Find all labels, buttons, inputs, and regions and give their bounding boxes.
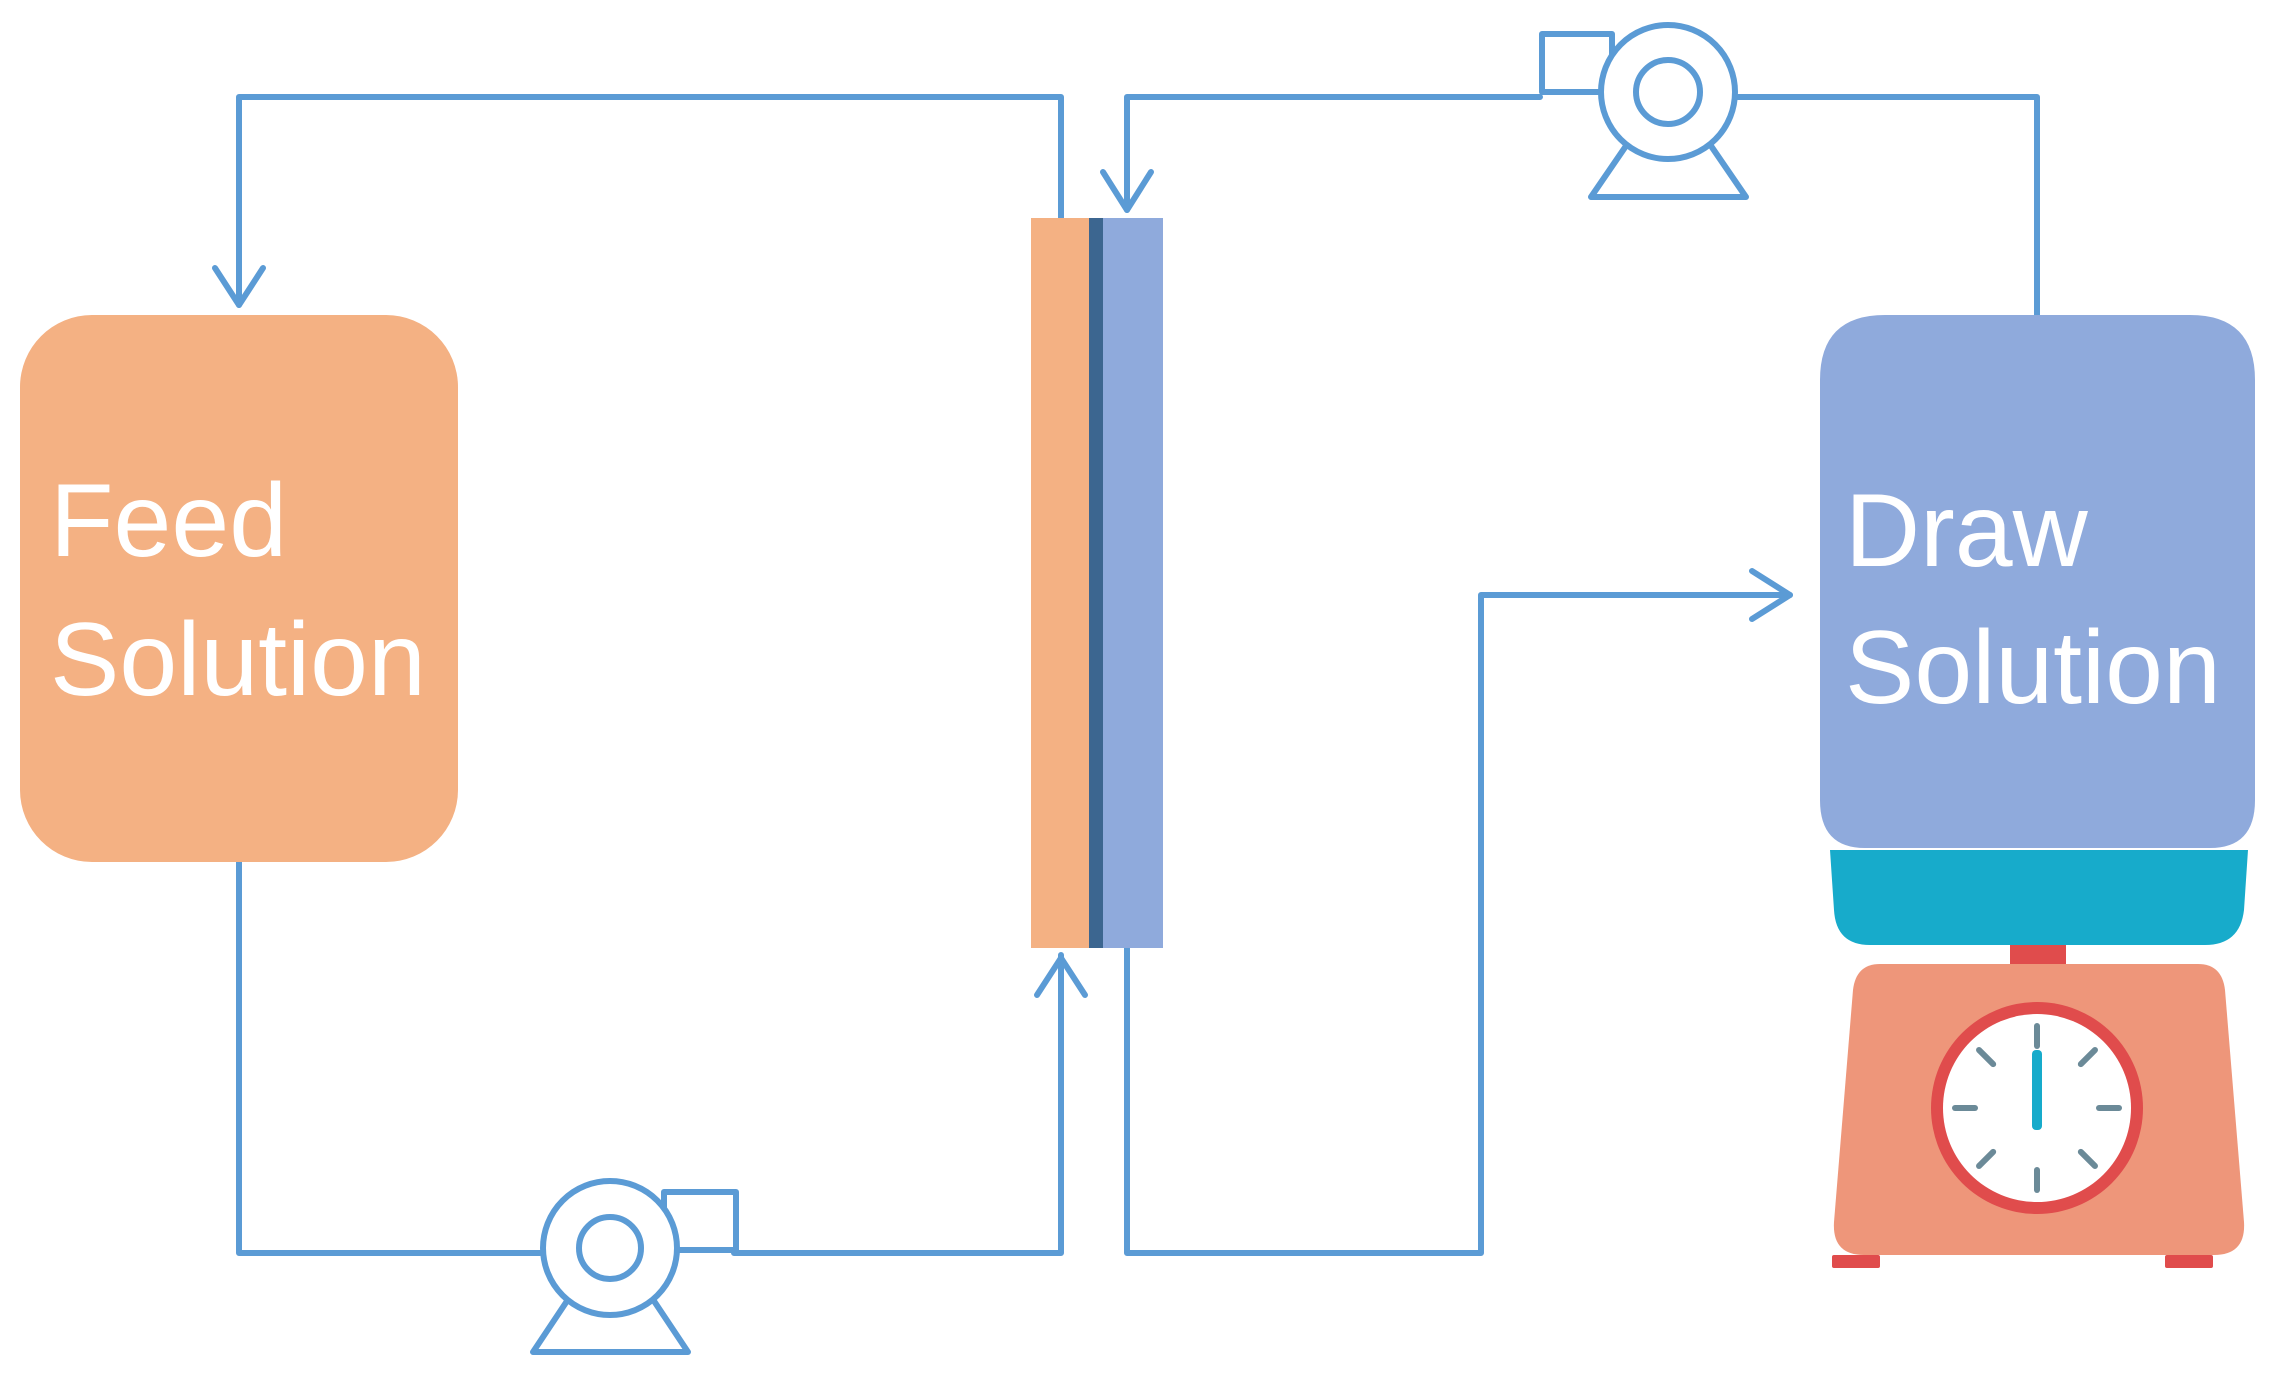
feed-return-arrowhead: [212, 265, 266, 308]
draw-tank: Draw Solution: [1820, 315, 2255, 848]
draw-supply-pipe-2: [1124, 94, 1543, 213]
feed-return-pipe: [236, 94, 1064, 308]
scale-dial-tick: [1976, 1047, 1997, 1068]
scale-dial-tick: [2077, 1148, 2098, 1169]
draw-return-arrowhead: [1749, 568, 1793, 622]
draw-return-pipe: [1124, 592, 1793, 1256]
pump-icon: [1539, 22, 1749, 200]
scale-dial-needle: [2032, 1050, 2042, 1130]
feed-pump-impeller: [576, 1214, 644, 1282]
feed-tank-body: [20, 315, 458, 862]
scale-foot-right: [2165, 1255, 2213, 1268]
scale-neck: [2010, 945, 2066, 967]
scale-dial-ticks: [1952, 1023, 2122, 1193]
draw-pump-impeller: [1633, 57, 1703, 127]
membrane-feed-channel: [1031, 218, 1089, 948]
membrane-barrier: [1089, 218, 1103, 948]
membrane-draw-channel: [1103, 218, 1163, 948]
balance-scale-icon: [1830, 850, 2248, 1268]
feed-tank-label-line2: Solution: [50, 602, 426, 718]
scale-dial-tick: [2077, 1047, 2098, 1068]
scale-foot-left: [1832, 1255, 1880, 1268]
feed-supply-pipe: [236, 859, 543, 1256]
membrane-module: [1031, 218, 1163, 948]
pipes: [212, 94, 2040, 1256]
scale-dial-tick: [1976, 1148, 1997, 1169]
feed-tank: Feed Solution: [20, 315, 458, 862]
feed-supply-arrowhead: [1034, 955, 1088, 998]
feed-tank-label-line1: Feed: [50, 463, 287, 579]
draw-supply-pipe: [1735, 94, 2040, 318]
draw-tank-label-line1: Draw: [1845, 473, 2089, 589]
draw-supply-arrowhead: [1100, 169, 1154, 213]
draw-tank-body: [1820, 315, 2255, 848]
pump-icon: [530, 1178, 739, 1355]
feed-supply-pipe-2: [731, 952, 1064, 1256]
scale-plate: [1830, 850, 2248, 945]
draw-tank-label-line2: Solution: [1845, 610, 2221, 726]
